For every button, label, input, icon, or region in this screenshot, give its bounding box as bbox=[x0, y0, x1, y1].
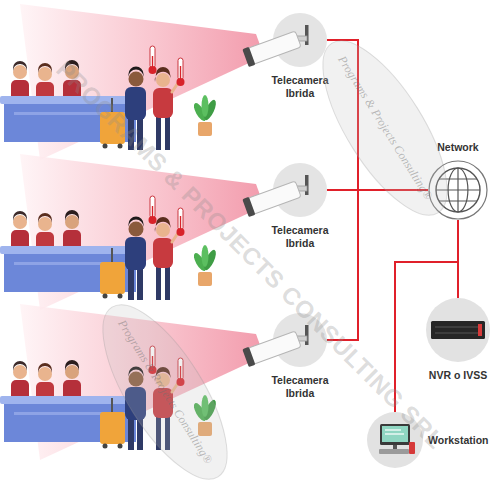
nvr-led bbox=[478, 324, 482, 336]
screen-line bbox=[385, 433, 404, 434]
nvr-node: NVR o IVSS bbox=[426, 298, 490, 362]
node-icon bbox=[367, 412, 423, 468]
node-icon bbox=[273, 313, 327, 367]
node-label: NVR o IVSS bbox=[422, 369, 494, 382]
node-shape bbox=[428, 160, 488, 220]
globe-parallel bbox=[439, 200, 477, 201]
node-label: Network bbox=[437, 141, 478, 154]
node-circle bbox=[273, 13, 327, 67]
network-cable bbox=[327, 40, 428, 190]
node-label: Workstation bbox=[428, 434, 488, 447]
watermark-text: PROGRAMS & PROJECTS CONSULTING SRL bbox=[50, 55, 449, 454]
monitor-screen bbox=[382, 426, 408, 442]
camera-lens bbox=[242, 347, 255, 367]
nvr-rack bbox=[431, 321, 485, 339]
screen-line bbox=[385, 429, 401, 430]
camera-node: Telecamera Ibrida bbox=[273, 13, 327, 67]
node-circle bbox=[273, 313, 327, 367]
nvr-slot bbox=[435, 333, 481, 334]
node-circle bbox=[426, 298, 490, 362]
camera-mount bbox=[305, 175, 309, 195]
network-node: Network bbox=[428, 160, 488, 220]
node-shape bbox=[273, 313, 327, 367]
node-shape bbox=[273, 13, 327, 67]
keyboard bbox=[379, 449, 409, 454]
node-shape bbox=[273, 163, 327, 217]
camera-lens bbox=[242, 197, 255, 217]
nvr-slot bbox=[435, 327, 481, 328]
globe-outline bbox=[436, 168, 480, 212]
node-icon bbox=[273, 13, 327, 67]
camera-bracket bbox=[296, 36, 307, 41]
node-label: Telecamera Ibrida bbox=[264, 74, 336, 99]
node-circle bbox=[429, 161, 487, 219]
node-label: Telecamera Ibrida bbox=[264, 224, 336, 249]
node-shape bbox=[426, 298, 490, 362]
logo-text: Programs & Projects Consulting® bbox=[334, 53, 435, 203]
camera-node: Telecamera Ibrida bbox=[273, 313, 327, 367]
globe-parallel bbox=[436, 189, 480, 190]
logo-ellipse bbox=[80, 287, 250, 497]
camera-lens bbox=[242, 47, 255, 67]
workstation-node: Workstation bbox=[367, 412, 423, 468]
node-icon bbox=[429, 161, 487, 219]
node-circle bbox=[367, 412, 423, 468]
node-label: Telecamera Ibrida bbox=[264, 374, 336, 399]
camera-node: Telecamera Ibrida bbox=[273, 163, 327, 217]
logo-text: Programs & Projects Consulting® bbox=[114, 317, 215, 467]
camera-bracket bbox=[296, 336, 307, 341]
computer-tower bbox=[409, 442, 415, 454]
network-cable bbox=[327, 190, 428, 340]
node-shape bbox=[367, 412, 423, 468]
camera-mount bbox=[305, 25, 309, 45]
camera-bracket bbox=[296, 186, 307, 191]
globe-parallel bbox=[439, 178, 477, 179]
node-circle bbox=[273, 163, 327, 217]
node-icon bbox=[426, 298, 490, 362]
monitor-frame bbox=[380, 424, 410, 445]
monitor-stand bbox=[393, 445, 397, 449]
reception-scene bbox=[0, 154, 264, 310]
node-icon bbox=[273, 163, 327, 217]
reception-scene bbox=[0, 304, 264, 460]
reception-scene bbox=[0, 4, 264, 160]
camera-mount bbox=[305, 325, 309, 345]
